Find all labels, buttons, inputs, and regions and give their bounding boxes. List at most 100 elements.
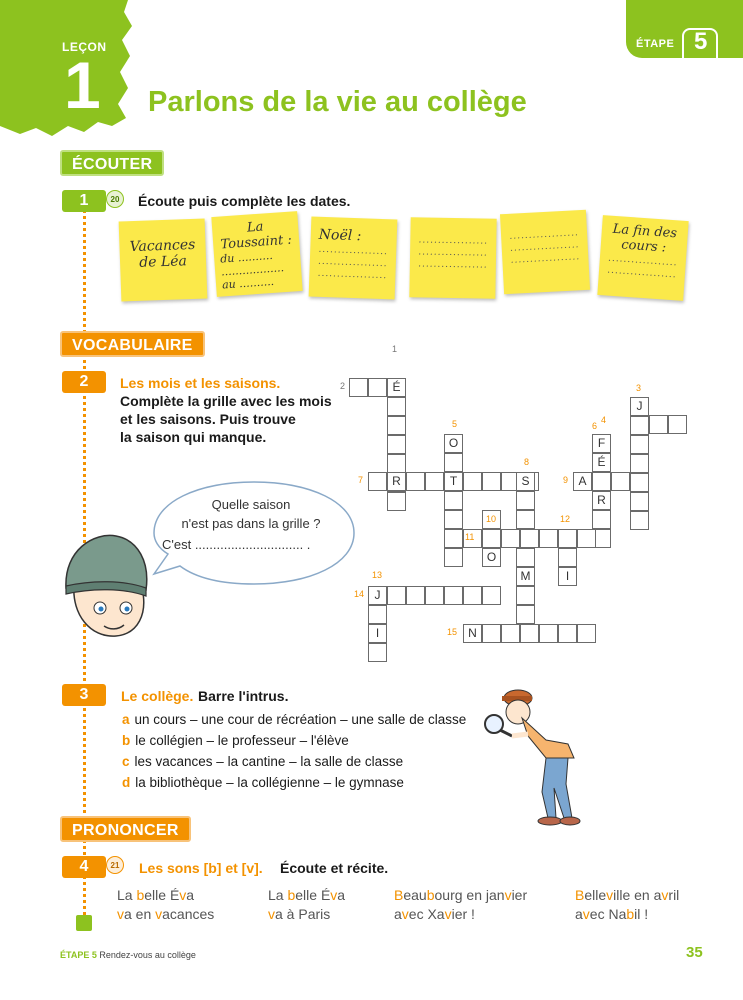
verse-line: avec Xavier ! (394, 905, 527, 924)
crossword-cell[interactable] (630, 435, 649, 454)
crossword-given-letter[interactable]: É (592, 453, 611, 472)
crossword-cell[interactable] (592, 472, 611, 491)
crossword-cell[interactable] (406, 586, 425, 605)
crossword-cell[interactable] (368, 643, 387, 662)
crossword-cell[interactable] (516, 586, 535, 605)
note-3-dots-1[interactable]: .................. (318, 244, 389, 258)
crossword-cell[interactable] (482, 586, 501, 605)
crossword-cell[interactable] (425, 472, 444, 491)
crossword-given-letter[interactable]: N (463, 624, 482, 643)
crossword-given-letter[interactable]: I (558, 567, 577, 586)
crossword-cell[interactable] (406, 472, 425, 491)
note-3-dots-2[interactable]: .................. (317, 256, 388, 270)
crossword-cell[interactable] (501, 529, 520, 548)
crossword-cell[interactable] (482, 510, 501, 529)
crossword-cell[interactable] (482, 472, 501, 491)
crossword-given-letter[interactable]: S (516, 472, 535, 491)
crossword-cell[interactable] (520, 624, 539, 643)
crossword-given-letter[interactable]: M (516, 567, 535, 586)
crossword-given-letter[interactable]: R (592, 491, 611, 510)
crossword-cell[interactable] (482, 624, 501, 643)
crossword-cell[interactable] (558, 529, 577, 548)
crossword-cell[interactable] (444, 491, 463, 510)
crossword-cell[interactable] (368, 378, 387, 397)
verse-text: ec Xa (408, 906, 445, 922)
crossword-given-letter[interactable]: J (368, 586, 387, 605)
crossword-cell[interactable] (630, 454, 649, 473)
crossword-cell[interactable] (630, 473, 649, 492)
exercise-3-title: Le collège. (121, 688, 194, 704)
crossword-cell[interactable] (630, 416, 649, 435)
crossword-cell[interactable] (368, 472, 387, 491)
crossword-cell[interactable] (444, 586, 463, 605)
crossword-cell[interactable] (463, 472, 482, 491)
highlighted-sound: v (330, 887, 338, 903)
crossword-given-letter[interactable]: I (368, 624, 387, 643)
crossword-cell[interactable] (387, 435, 406, 454)
crossword-cell[interactable] (630, 492, 649, 511)
note-1-line-2: de Léa (138, 253, 188, 271)
note-3-dots-3[interactable]: .................. (317, 268, 388, 282)
crossword-cell[interactable] (558, 548, 577, 567)
audio-track-icon[interactable]: 20 (106, 190, 124, 208)
crossword-cell[interactable] (463, 586, 482, 605)
verse-text: elle É (144, 887, 180, 903)
crossword-cell[interactable] (558, 624, 577, 643)
crossword-cell[interactable] (611, 472, 630, 491)
note-5-dots-3[interactable]: .................. (510, 252, 581, 266)
sticky-note-2: La Toussaint : du .......... ...........… (211, 211, 303, 297)
crossword-cell[interactable] (387, 454, 406, 473)
crossword-cell[interactable] (516, 510, 535, 529)
verse-line: va à Paris (268, 905, 345, 924)
crossword-cell[interactable] (463, 529, 482, 548)
note-4-dots-1[interactable]: .................. (418, 235, 489, 247)
crossword-cell[interactable] (387, 397, 406, 416)
verse-line: Belleville en avril (575, 886, 679, 905)
crossword-given-letter[interactable]: O (482, 548, 501, 567)
crossword-cell[interactable] (349, 378, 368, 397)
crossword-cell[interactable] (501, 624, 520, 643)
crossword-cell[interactable] (516, 605, 535, 624)
crossword-cell[interactable] (668, 415, 687, 434)
crossword-cell[interactable] (520, 529, 539, 548)
crossword-cell[interactable] (368, 605, 387, 624)
note-4-dots-3[interactable]: .................. (418, 259, 488, 271)
crossword-given-letter[interactable]: É (387, 378, 406, 397)
bubble-answer-line[interactable]: C'est .............................. . (162, 537, 311, 552)
crossword-given-letter[interactable]: R (387, 472, 406, 491)
crossword-cell[interactable] (516, 491, 535, 510)
note-4-dots-2[interactable]: .................. (418, 247, 488, 259)
crossword-given-letter[interactable]: T (444, 472, 463, 491)
crossword-cell[interactable] (630, 511, 649, 530)
crossword-cell[interactable] (577, 624, 596, 643)
crossword-cell[interactable] (649, 415, 668, 434)
crossword-cell[interactable] (444, 529, 463, 548)
crossword-cell[interactable] (577, 529, 596, 548)
audio-track-icon[interactable]: 21 (106, 856, 124, 874)
crossword-cell[interactable] (387, 416, 406, 435)
crossword-given-letter[interactable]: J (630, 397, 649, 416)
crossword-cell[interactable] (444, 510, 463, 529)
highlighted-sound: B (394, 887, 404, 903)
crossword-cell[interactable] (482, 529, 501, 548)
crossword-cell[interactable] (425, 586, 444, 605)
crossword-cell[interactable] (592, 510, 611, 529)
crossword-cell[interactable] (539, 529, 558, 548)
crossword-cell[interactable] (387, 586, 406, 605)
sticky-note-3: Noël : .................. ..............… (308, 216, 398, 300)
crossword-given-letter[interactable]: O (444, 434, 463, 453)
verse-text: eau (403, 887, 427, 903)
crossword-cell[interactable] (444, 453, 463, 472)
highlighted-sound: v (444, 906, 452, 922)
crossword-given-letter[interactable]: A (573, 472, 592, 491)
crossword-cell[interactable] (539, 624, 558, 643)
crossword-cell[interactable] (387, 492, 406, 511)
crossword-cell[interactable] (444, 548, 463, 567)
crossword-cell[interactable] (516, 548, 535, 567)
crossword-given-letter[interactable]: F (592, 434, 611, 453)
